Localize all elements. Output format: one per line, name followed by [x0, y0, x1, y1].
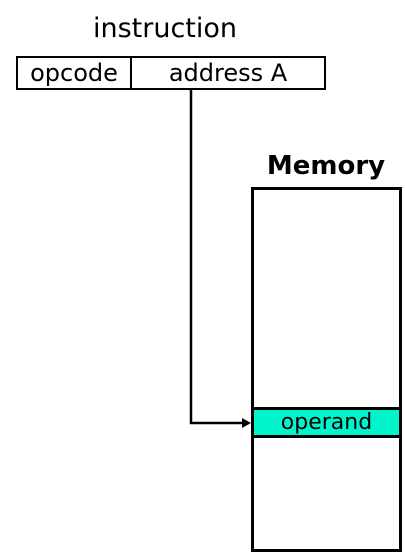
operand-cell: operand	[251, 407, 402, 438]
instruction-title: instruction	[92, 13, 238, 44]
instruction-format-box: opcode address A	[16, 56, 326, 90]
pointer-line	[189, 90, 244, 425]
address-field: address A	[168, 59, 288, 87]
memory-title: Memory	[266, 151, 386, 181]
memory-block	[251, 187, 402, 552]
opcode-field: opcode	[18, 58, 132, 88]
arrow-head	[242, 418, 251, 428]
